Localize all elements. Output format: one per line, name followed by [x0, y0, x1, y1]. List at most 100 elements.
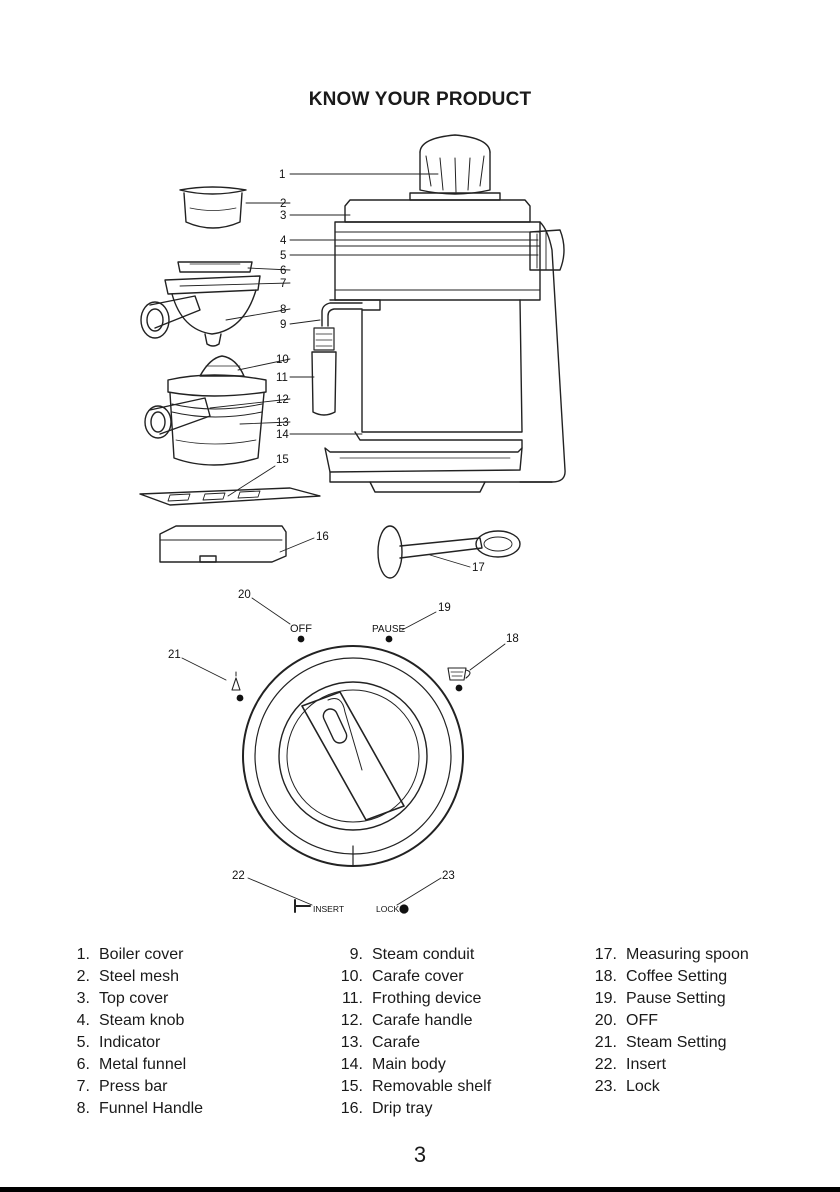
callout-numbers: 1 2 3 4 5 6 7 8 9 10 11 12 13 14 15 16 1… [168, 169, 519, 882]
callout-17: 17 [472, 562, 485, 574]
callout-14: 14 [276, 429, 289, 441]
steam-dot [236, 694, 244, 702]
legend-item-number: 1. [76, 946, 90, 963]
legend-item-number: 7. [76, 1078, 90, 1095]
legend-item: 19.Pause Setting [591, 988, 749, 1010]
legend-item: 20.OFF [591, 1010, 749, 1032]
selector-dial-illustration [242, 645, 464, 867]
page-title: KNOW YOUR PRODUCT [308, 89, 532, 110]
legend-item-number: 15. [340, 1078, 363, 1095]
legend-item-label: Coffee Setting [626, 968, 728, 985]
legend-item: 23. Lock [591, 1076, 749, 1098]
product-diagram: 1 2 3 4 5 6 7 8 9 10 11 12 13 14 15 16 1… [139, 134, 566, 914]
legend-item-label: Press bar [99, 1078, 168, 1095]
dial-labels: OFF PAUSE INSERT LOCK [290, 623, 405, 914]
dial-label-off: OFF [290, 623, 312, 635]
callout-22: 22 [232, 870, 245, 882]
lock-dot [399, 904, 409, 914]
legend-item-number: 18. [594, 968, 617, 985]
legend-item-number: 16. [340, 1100, 363, 1117]
legend-item-label: Measuring spoon [626, 946, 749, 963]
legend-item-label: Indicator [99, 1034, 161, 1051]
legend-item: 10. Carafe cover [328, 966, 491, 988]
measuring-spoon-illustration [377, 525, 521, 579]
legend-item-number: 11. [341, 990, 363, 1007]
legend-item-label: Drip tray [372, 1100, 433, 1117]
legend-item-number: 2. [76, 968, 90, 985]
metal-funnel-illustration [140, 261, 261, 347]
legend-item-number: 9. [349, 946, 363, 963]
legend-item: 15. Removable shelf [328, 1076, 491, 1098]
legend-item-label: Steam Setting [626, 1034, 727, 1051]
legend-item: 18. Coffee Setting [591, 966, 749, 988]
steel-mesh-illustration [179, 186, 247, 229]
legend-item-label: Boiler cover [99, 946, 184, 963]
legend-item-label: Carafe [372, 1034, 421, 1051]
legend-item: 3. Top cover [64, 988, 203, 1010]
callout-3: 3 [280, 210, 286, 222]
legend-item: 2. Steel mesh [64, 966, 203, 988]
legend-item-number: 22. [594, 1056, 617, 1073]
legend-item-label: Insert [626, 1056, 667, 1073]
legend-item: 12. Carafe handle [328, 1010, 491, 1032]
legend-item-number: 10. [340, 968, 363, 985]
bottom-rule [0, 1187, 840, 1192]
legend-item: 13. Carafe [328, 1032, 491, 1054]
callout-13: 13 [276, 417, 289, 429]
callout-19: 19 [438, 602, 451, 614]
legend-item: 1. Boiler cover [64, 944, 203, 966]
legend-item-number: 14. [340, 1056, 363, 1073]
callout-20: 20 [238, 589, 251, 601]
callout-2: 2 [280, 198, 286, 210]
callout-21: 21 [168, 649, 181, 661]
legend-item: 8. Funnel Handle [64, 1098, 203, 1120]
legend-item-label: Removable shelf [372, 1078, 492, 1095]
parts-legend-column-3: 17.Measuring spoon 18. Coffee Setting 19.… [591, 944, 749, 1098]
legend-item-number: 13. [340, 1034, 363, 1051]
legend-item-number: 23. [594, 1078, 617, 1095]
legend-item: 6.Metal funnel [64, 1054, 203, 1076]
legend-item: 5. Indicator [64, 1032, 203, 1054]
dial-label-insert: INSERT [313, 904, 344, 914]
callout-10: 10 [276, 354, 289, 366]
machine-illustration [321, 134, 566, 493]
off-dot [297, 635, 305, 643]
legend-item-label: Carafe cover [372, 968, 464, 985]
drip-tray-illustration [159, 525, 287, 563]
callout-8: 8 [280, 304, 286, 316]
callout-1: 1 [279, 169, 285, 181]
legend-item-label: Carafe handle [372, 1012, 473, 1029]
parts-legend-column-2: 9.Steam conduit 10. Carafe cover 11. Froth… [328, 944, 491, 1120]
callout-23: 23 [442, 870, 455, 882]
callout-7: 7 [280, 278, 286, 290]
legend-item: 21. Steam Setting [591, 1032, 749, 1054]
legend-item-label: Lock [626, 1078, 660, 1095]
legend-item-label: Frothing device [372, 990, 482, 1007]
dial-setting-markers [231, 667, 471, 913]
legend-item-label: Steel mesh [99, 968, 180, 985]
callout-18: 18 [506, 633, 519, 645]
legend-item: 17.Measuring spoon [591, 944, 749, 966]
legend-item-number: 3. [76, 990, 90, 1007]
legend-item: 16. Drip tray [328, 1098, 491, 1120]
legend-item-number: 19. [594, 990, 617, 1007]
legend-item-number: 8. [76, 1100, 90, 1117]
leader-lines [179, 173, 539, 906]
legend-item-number: 5. [76, 1034, 90, 1051]
page-number: 3 [413, 1142, 427, 1167]
legend-item: 4.Steam knob [64, 1010, 203, 1032]
callout-4: 4 [280, 235, 287, 247]
legend-item: 14.Main body [328, 1054, 491, 1076]
legend-item-number: 12. [340, 1012, 363, 1029]
legend-item: 11. Frothing device [328, 988, 491, 1010]
dial-label-lock: LOCK [376, 904, 399, 914]
legend-item-label: Funnel Handle [99, 1100, 204, 1117]
legend-item-number: 21. [594, 1034, 617, 1051]
legend-item-label: Steam knob [99, 1012, 185, 1029]
legend-item-label: Top cover [99, 990, 169, 1007]
legend-item: 9.Steam conduit [328, 944, 491, 966]
callout-11: 11 [276, 372, 288, 384]
frothing-device-illustration [311, 327, 337, 416]
callout-16: 16 [316, 531, 329, 543]
legend-item: 7. Press bar [64, 1076, 203, 1098]
